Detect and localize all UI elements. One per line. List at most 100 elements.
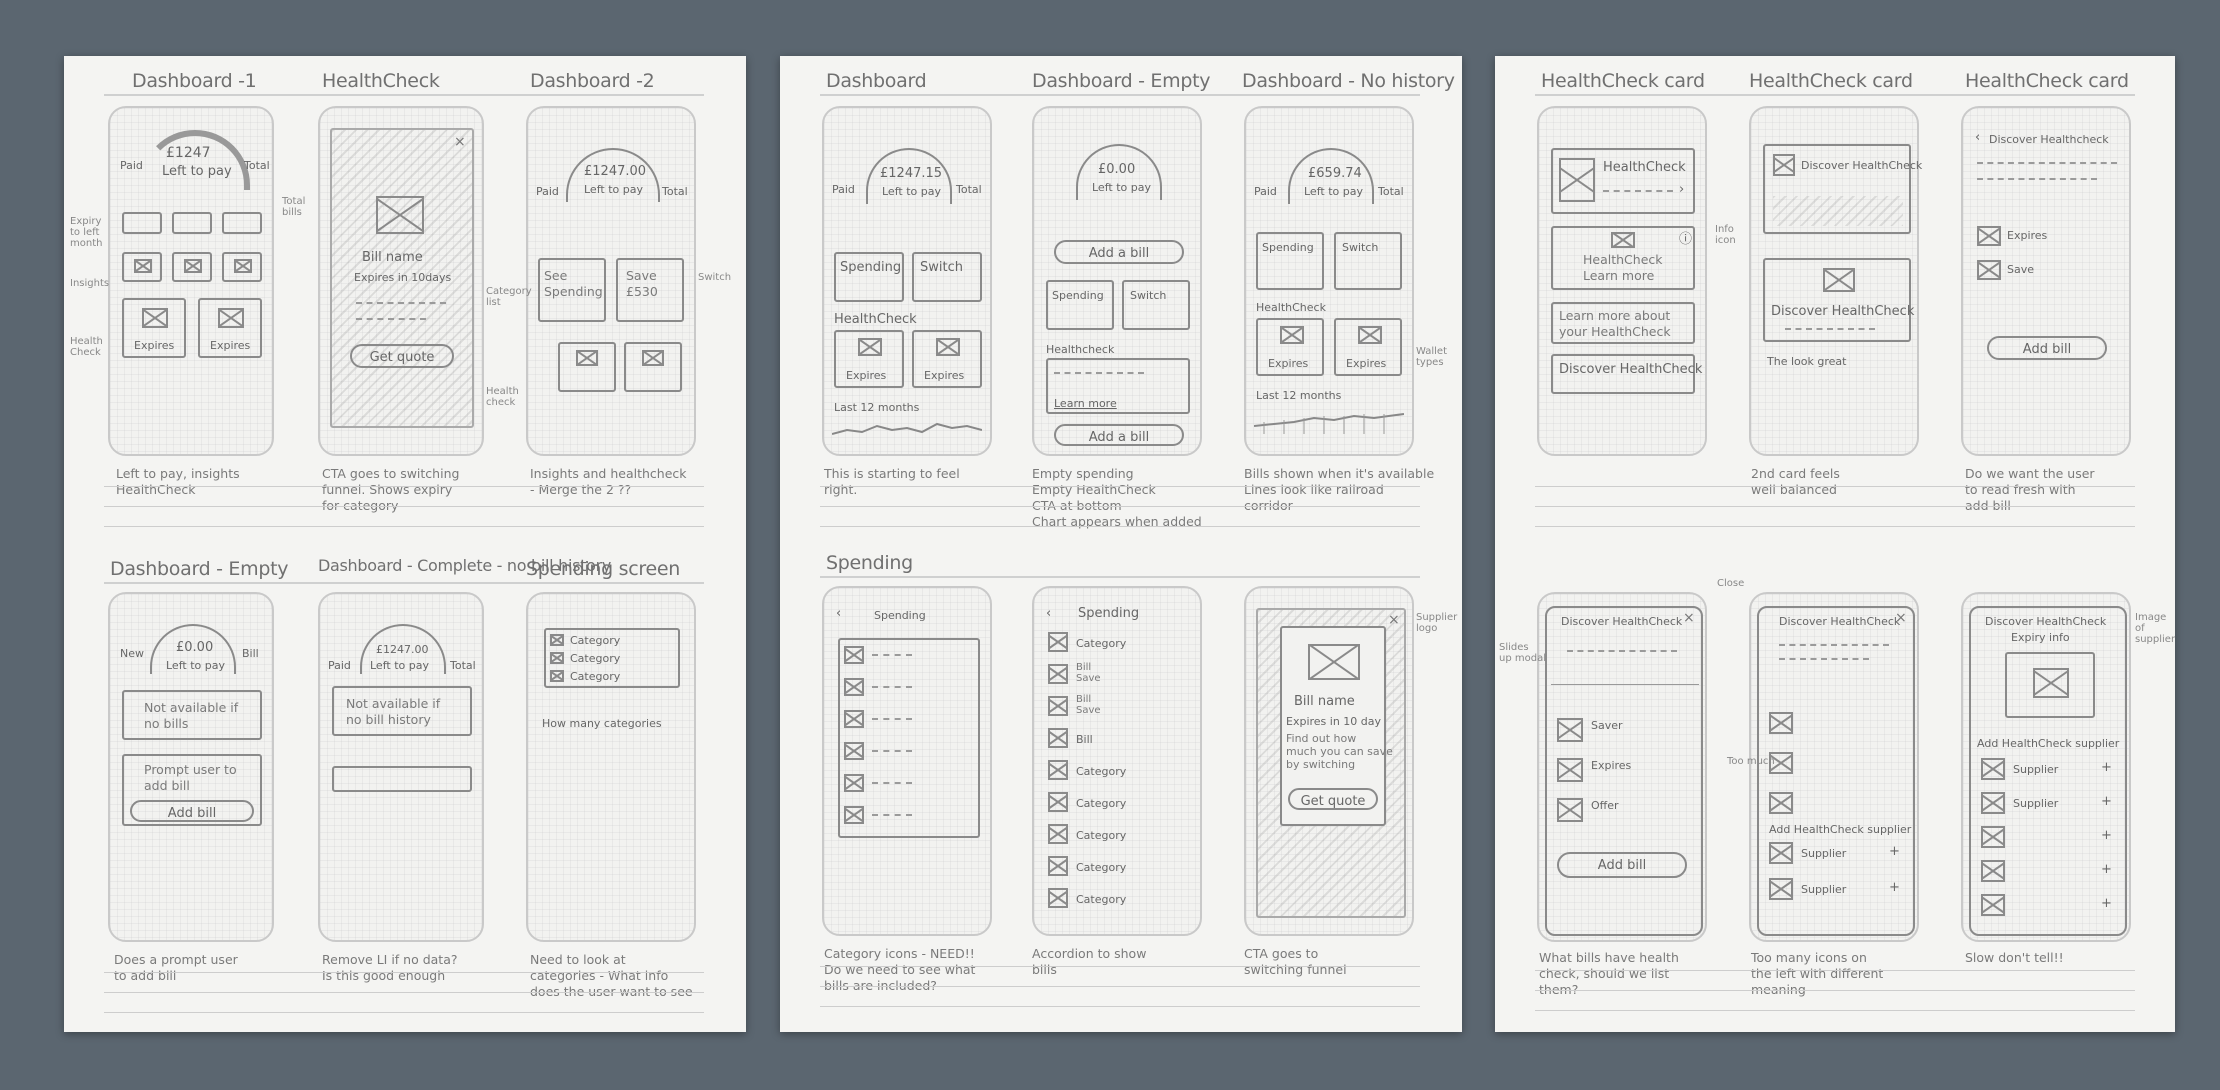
- modal-title: Discover HealthCheck: [1985, 615, 2107, 628]
- insight-card[interactable]: [222, 252, 262, 282]
- gauge-amount: £0.00: [176, 640, 214, 655]
- close-icon[interactable]: ×: [1683, 610, 1695, 626]
- total-label: Total: [1378, 185, 1404, 198]
- healthcheck-card[interactable]: HealthCheck ›: [1551, 148, 1695, 214]
- gauge-label: Left to pay: [370, 659, 429, 672]
- image-placeholder-icon: [134, 259, 152, 273]
- healthcheck-card[interactable]: [624, 342, 682, 392]
- title-dashboard-empty: Dashboard - Empty: [110, 558, 289, 580]
- insight-card[interactable]: [122, 252, 162, 282]
- see-spending-card[interactable]: See Spending: [538, 258, 606, 322]
- modal-sheet: Discover HealthCheck × Saver Expires Off…: [1545, 606, 1703, 936]
- back-icon[interactable]: ‹: [1046, 606, 1052, 621]
- spending-card[interactable]: Spending: [1256, 232, 1324, 290]
- annotation: Supplier logo: [1416, 612, 1458, 634]
- discover-card[interactable]: Discover HealthCheck: [1763, 144, 1922, 234]
- learn-more-link[interactable]: Learn more: [1054, 397, 1117, 410]
- category-icon: [1048, 856, 1068, 876]
- supplier-image: [2005, 652, 2095, 718]
- add-bill-button[interactable]: Add bill: [130, 800, 254, 822]
- add-icon[interactable]: +: [2101, 828, 2112, 843]
- rule: [104, 486, 704, 487]
- row-label[interactable]: Category: [1076, 893, 1127, 906]
- text-scribble: [1779, 638, 1889, 646]
- text-scribble: [872, 680, 912, 688]
- row-label[interactable]: Category: [1076, 637, 1127, 650]
- add-bill-button[interactable]: Add bill: [1557, 852, 1687, 878]
- close-icon[interactable]: ×: [1388, 612, 1400, 628]
- note: CTA goes to switching funnel: [1244, 946, 1347, 977]
- placeholder-bar: [332, 766, 472, 792]
- phone-spending-list: ‹ Spending: [822, 586, 992, 936]
- healthcheck-card[interactable]: [558, 342, 616, 392]
- total-label: Total: [956, 183, 982, 196]
- category-icon: [844, 678, 864, 696]
- info-icon[interactable]: ⓘ: [1679, 232, 1693, 247]
- healthcheck-card[interactable]: Expires: [912, 330, 982, 388]
- back-icon[interactable]: ‹: [836, 606, 842, 621]
- close-icon[interactable]: ×: [454, 134, 466, 150]
- discover-card[interactable]: Discover HealthCheck: [1551, 354, 1702, 394]
- healthcheck-empty-card: Learn more: [1046, 358, 1190, 414]
- spending-card[interactable]: Spending: [834, 252, 904, 302]
- title-healthcheck: HealthCheck: [322, 70, 440, 92]
- sketch-sheet-2: Dashboard Dashboard - Empty Dashboard - …: [780, 56, 1462, 1032]
- button-label: Add a bill: [1088, 246, 1150, 261]
- row-label[interactable]: Category: [1076, 829, 1127, 842]
- learn-more-card[interactable]: Learn more about your HealthCheck: [1551, 302, 1695, 344]
- row-label: Save: [2007, 263, 2035, 276]
- category-icon: [1048, 664, 1068, 684]
- save-card[interactable]: Save £530: [616, 258, 684, 322]
- discover-card-large[interactable]: Discover HealthCheck: [1763, 258, 1914, 342]
- add-bill-button[interactable]: Add a bill: [1054, 240, 1184, 264]
- bill-expiry: Expires in 10days: [354, 271, 452, 284]
- screen-title: Spending: [1078, 606, 1140, 621]
- card-label: Spending: [1262, 241, 1314, 254]
- get-quote-button[interactable]: Get quote: [350, 344, 454, 368]
- note: Category icons - NEED!! Do we need to se…: [824, 946, 976, 993]
- add-icon[interactable]: +: [2101, 896, 2112, 911]
- total-label: Total: [244, 159, 270, 172]
- row-label[interactable]: Category: [1076, 797, 1127, 810]
- annotation: Health Check: [70, 336, 103, 358]
- switch-card[interactable]: Switch: [912, 252, 982, 302]
- new-label: New: [120, 647, 144, 660]
- insight-card[interactable]: [172, 252, 212, 282]
- add-icon[interactable]: +: [2101, 794, 2112, 809]
- card-title: HealthCheck Learn more: [1583, 252, 1663, 283]
- rule: [104, 972, 704, 973]
- phone-healthcheck-card-2: Discover HealthCheck Discover HealthChec…: [1749, 106, 1922, 456]
- healthcheck-card[interactable]: Expires: [1256, 318, 1324, 376]
- healthcheck-card[interactable]: Expires: [834, 330, 904, 388]
- switch-card[interactable]: Switch: [1334, 232, 1402, 290]
- row-label[interactable]: Bill: [1076, 733, 1093, 746]
- get-quote-button[interactable]: Get quote: [1288, 788, 1378, 810]
- row-label[interactable]: Category: [1076, 861, 1127, 874]
- add-bill-button[interactable]: Add bill: [1987, 336, 2107, 360]
- add-icon[interactable]: +: [2101, 862, 2112, 877]
- healthcheck-card[interactable]: Expires: [122, 298, 186, 358]
- close-icon[interactable]: ×: [1895, 610, 1907, 626]
- spending-card[interactable]: Spending: [1046, 280, 1114, 330]
- row-label[interactable]: Bill Save: [1076, 662, 1101, 684]
- card-title: Discover HealthCheck: [1801, 159, 1923, 172]
- card-label: Switch: [920, 260, 963, 275]
- back-icon[interactable]: ‹: [1975, 130, 1981, 145]
- history-sparkline: [832, 422, 982, 435]
- add-icon[interactable]: +: [1889, 880, 1900, 895]
- healthcheck-card[interactable]: Expires: [1334, 318, 1402, 376]
- add-icon[interactable]: +: [1889, 844, 1900, 859]
- add-bill-bottom-button[interactable]: Add a bill: [1054, 424, 1184, 446]
- add-icon[interactable]: +: [2101, 760, 2112, 775]
- row-label[interactable]: Bill Save: [1076, 694, 1101, 716]
- switch-card[interactable]: Switch: [1122, 280, 1190, 330]
- rule: [820, 526, 1420, 527]
- rule: [820, 986, 1420, 987]
- row-label[interactable]: Category: [1076, 765, 1127, 778]
- row-label: Supplier: [2013, 797, 2059, 810]
- healthcheck-card[interactable]: Expires: [198, 298, 262, 358]
- modal: × Bill name Expires in 10days Get quote: [330, 128, 474, 428]
- healthcheck-learn-card[interactable]: ⓘ HealthCheck Learn more: [1551, 226, 1695, 290]
- note: Empty spending Empty HealthCheck CTA at …: [1032, 466, 1202, 529]
- category-icon: [1048, 824, 1068, 844]
